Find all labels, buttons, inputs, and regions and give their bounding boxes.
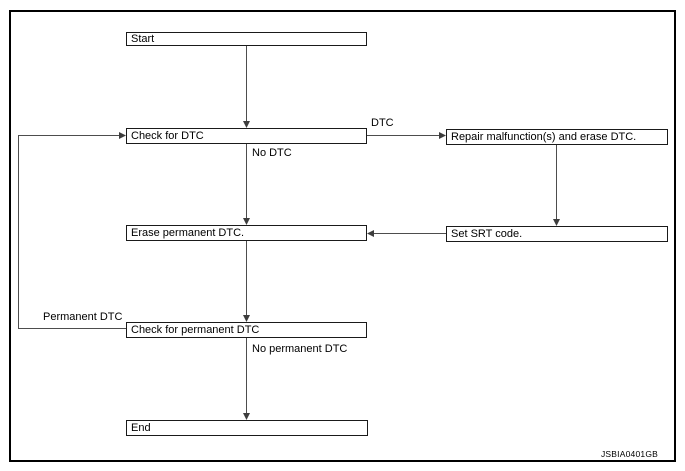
edge-label-permanent-dtc: Permanent DTC — [43, 311, 123, 324]
figure-code: JSBIA0401GB — [600, 449, 658, 459]
node-set-srt-code: Set SRT code. — [446, 226, 668, 242]
arrowhead-down-icon — [243, 121, 250, 128]
node-repair-and-erase-dtc: Repair malfunction(s) and erase DTC. — [446, 129, 668, 145]
edge-label-dtc: DTC — [371, 117, 394, 130]
diagram-border-frame — [9, 10, 676, 462]
node-check-dtc: Check for DTC — [126, 128, 367, 144]
arrowhead-down-icon — [243, 218, 250, 225]
node-end: End — [126, 420, 368, 436]
arrowhead-down-icon — [553, 219, 560, 226]
arrowhead-left-icon — [367, 230, 374, 237]
arrowhead-right-icon — [119, 132, 126, 139]
arrowhead-right-icon — [439, 132, 446, 139]
arrowhead-down-icon — [243, 413, 250, 420]
node-check-permanent-dtc: Check for permanent DTC — [126, 322, 367, 338]
edge-label-no-dtc: No DTC — [252, 147, 292, 160]
arrowhead-down-icon — [243, 315, 250, 322]
edge-label-no-permanent-dtc: No permanent DTC — [252, 343, 348, 356]
node-start: Start — [126, 32, 367, 46]
node-erase-permanent-dtc: Erase permanent DTC. — [126, 225, 367, 241]
arrow-permanent-feedback-loop — [18, 135, 126, 329]
